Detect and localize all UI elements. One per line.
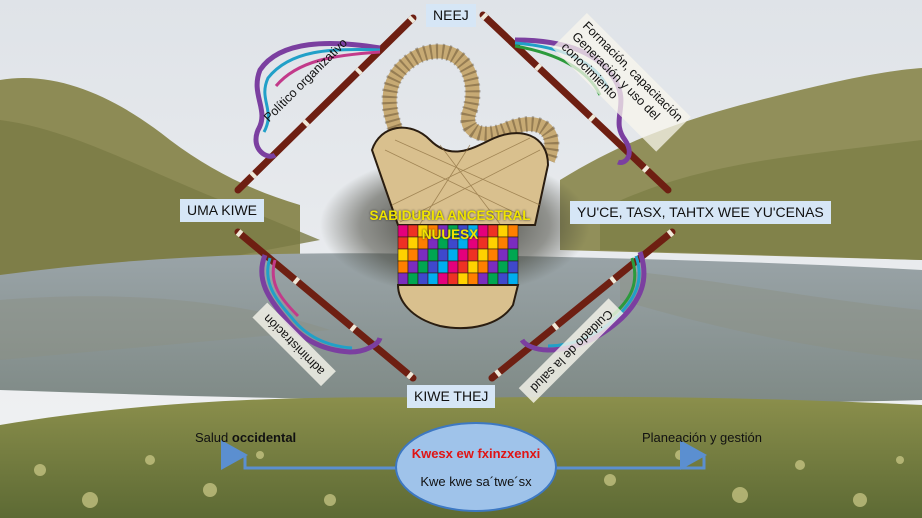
label-planeacion: Planeación y gestión xyxy=(642,430,762,445)
bag-pattern-cell xyxy=(407,272,419,286)
bag-pattern-cell xyxy=(397,248,409,262)
bag-pattern-cell xyxy=(457,260,469,274)
bag-pattern-cell xyxy=(507,260,519,274)
staff-bottom-left xyxy=(234,228,417,382)
bag-pattern-cell xyxy=(437,248,449,262)
bag-pattern-cell xyxy=(487,272,499,286)
bag-pattern-cell xyxy=(467,260,479,274)
bag-pattern-cell xyxy=(407,248,419,262)
bag-pattern-cell xyxy=(477,260,489,274)
node-right: YU'CE, TASX, TAHTX WEE YU'CENAS xyxy=(570,201,831,224)
center-title: SABIDURIA ANCESTRAL NUUESX xyxy=(360,206,540,244)
bag-pattern-cell xyxy=(437,272,449,286)
bag-pattern-cell xyxy=(467,272,479,286)
bag-pattern-cell xyxy=(397,272,409,286)
label-salud-normal: Salud xyxy=(195,430,232,445)
woven-bag-illustration xyxy=(370,43,560,330)
center-title-line1: SABIDURIA ANCESTRAL xyxy=(369,208,531,223)
bag-pattern-cell xyxy=(457,272,469,286)
bag-pattern-cell xyxy=(497,272,509,286)
bag-pattern-cell xyxy=(407,260,419,274)
bag-pattern-cell xyxy=(437,260,449,274)
center-title-line2: NUUESX xyxy=(421,227,479,242)
bag-pattern-cell xyxy=(397,260,409,274)
bag-pattern-cell xyxy=(507,272,519,286)
bag-pattern-cell xyxy=(447,260,459,274)
staff-top-left xyxy=(234,14,417,194)
node-top: NEEJ xyxy=(426,4,476,27)
bag-pattern-cell xyxy=(447,272,459,286)
bag-pattern-cell xyxy=(507,248,519,262)
bag-pattern-cell xyxy=(447,248,459,262)
node-left: UMA KIWE xyxy=(180,199,265,222)
bag-pattern-cell xyxy=(427,248,439,262)
label-salud-bold: occidental xyxy=(231,430,297,445)
bag-pattern-cell xyxy=(417,272,429,286)
ellipse-line1: Kwesx ew fxinzxenxi xyxy=(411,446,541,461)
bag-pattern-cell xyxy=(477,248,489,262)
bag-pattern-cell xyxy=(417,248,429,262)
bag-pattern-cell xyxy=(467,248,479,262)
bag-pattern-cell xyxy=(487,260,499,274)
node-bottom: KIWE THEJ xyxy=(407,385,496,408)
ellipse-line2: Kwe kwe sa´twe´sx xyxy=(420,474,532,489)
bag-pattern-cell xyxy=(417,260,429,274)
bottom-connectors xyxy=(221,440,707,470)
label-salud-occidental: Salud occidental xyxy=(195,430,296,445)
bottom-ellipse xyxy=(395,422,557,512)
bag-pattern-cell xyxy=(487,248,499,262)
bag-pattern-cell xyxy=(477,272,489,286)
bag-pattern-cell xyxy=(497,248,509,262)
bag-pattern-cell xyxy=(427,272,439,286)
bag-pattern-cell xyxy=(457,248,469,262)
bag-pattern-cell xyxy=(497,260,509,274)
bag-pattern-cell xyxy=(427,260,439,274)
